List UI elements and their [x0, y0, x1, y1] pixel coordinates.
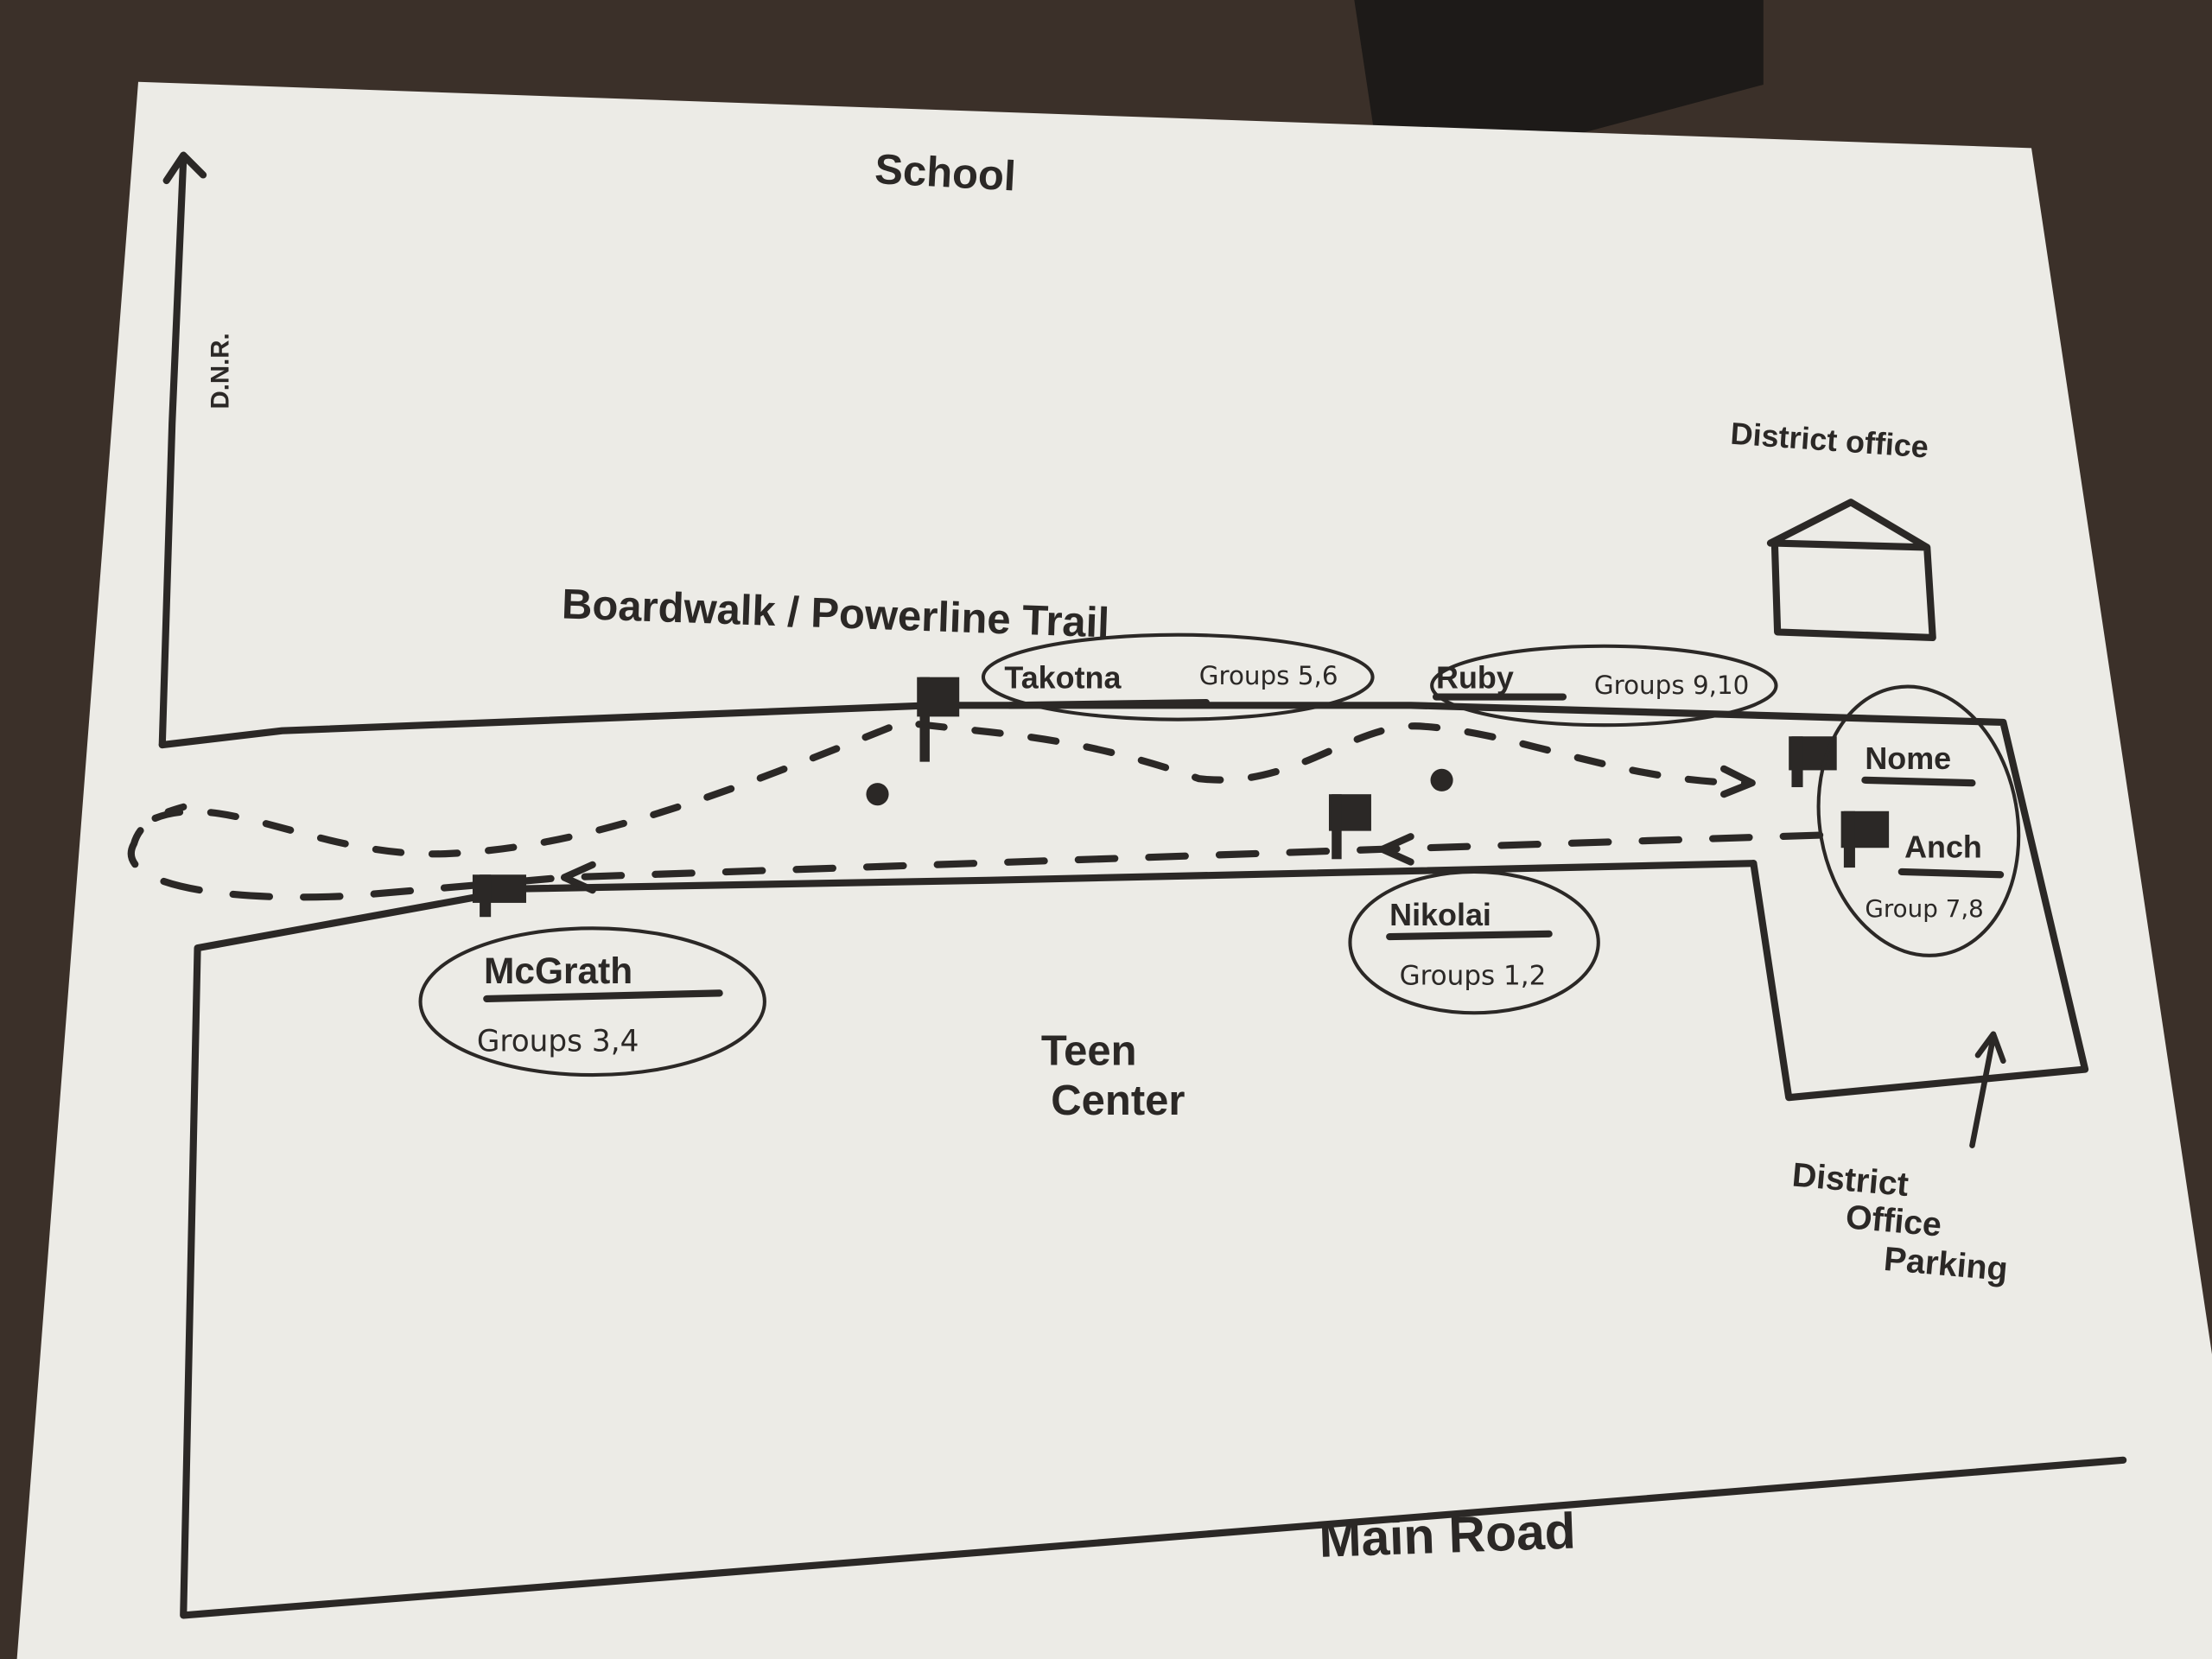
route-return	[127, 803, 1824, 901]
flag-icon	[917, 677, 960, 762]
station-ruby: Ruby Groups 9,10	[1430, 644, 1778, 728]
teen-center-label-line2: Center	[1051, 1077, 1185, 1124]
station-groups: Groups 1,2	[1400, 961, 1547, 992]
route-outbound-arrow	[1720, 765, 1756, 798]
station-nome-anch: Nome Anch Group 7,8	[1816, 684, 2021, 957]
flag-icon	[472, 874, 526, 918]
dnr-arrow	[158, 151, 207, 749]
flag-icon	[1328, 794, 1371, 860]
main-road-label: Main Road	[1318, 1503, 1576, 1568]
station-name: Nikolai	[1389, 897, 1491, 932]
station-groups: Group 7,8	[1865, 894, 1983, 923]
station-nikolai: Nikolai Groups 1,2	[1348, 869, 1600, 1015]
station-groups: Groups 9,10	[1594, 671, 1749, 700]
trail-top-edge	[158, 702, 2089, 1102]
route-outbound	[151, 718, 1753, 858]
parking-label-line2: Office	[1844, 1198, 1942, 1244]
dnr-label: D.N.R.	[206, 333, 234, 409]
station-takotna: Takotna Groups 5,6	[981, 632, 1375, 721]
station-name: Anch	[1904, 830, 1982, 865]
teen-center-label-line1: Teen	[1041, 1028, 1137, 1075]
paper-sheet	[16, 81, 2212, 1659]
station-name: Takotna	[1004, 660, 1122, 696]
route-return-arrow-2	[560, 861, 596, 894]
station-name: McGrath	[484, 950, 632, 991]
parking-arrow	[1969, 1031, 2006, 1148]
marker-dot	[1430, 768, 1453, 791]
route-return-arrow-1	[1378, 833, 1414, 866]
school-label: School	[874, 146, 1017, 200]
station-mcgrath: McGrath Groups 3,4	[418, 926, 766, 1077]
station-groups: Groups 3,4	[477, 1024, 639, 1058]
marker-dot	[866, 783, 889, 806]
station-name: Ruby	[1436, 660, 1514, 696]
background-object	[1354, 0, 1764, 142]
station-groups: Groups 5,6	[1199, 661, 1338, 690]
station-name: Nome	[1865, 741, 1951, 776]
district-office-building-icon	[1766, 499, 1936, 642]
trail-bottom-edge	[180, 860, 2127, 1619]
flag-icon	[1840, 810, 1890, 868]
